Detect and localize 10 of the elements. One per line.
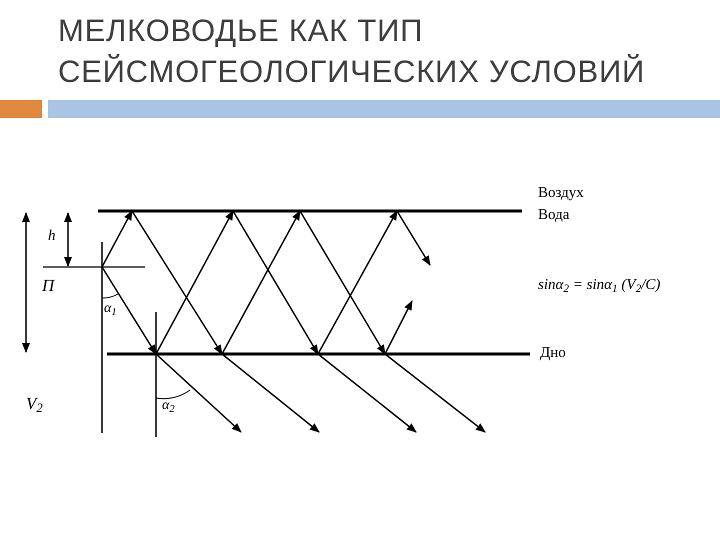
formula: sinα$_{2}$ = sinα$_{1}$ (V$_{2}$/C)	[538, 276, 660, 295]
depth-label: h	[48, 227, 56, 246]
medium-label: Воздух	[538, 184, 584, 203]
medium-label: Дно	[540, 344, 566, 363]
medium-label: Вода	[538, 206, 570, 225]
angle-label: α$_{1}$	[104, 300, 117, 318]
velocity-label: V$_{2}$	[26, 393, 43, 414]
slide-title: МЕЛКОВОДЬЕ КАК ТИП СЕЙСМОГЕОЛОГИЧЕСКИХ УСЛОВИЙ	[58, 12, 646, 91]
source-label: П	[42, 275, 54, 296]
angle-label: α$_{2}$	[162, 397, 175, 414]
